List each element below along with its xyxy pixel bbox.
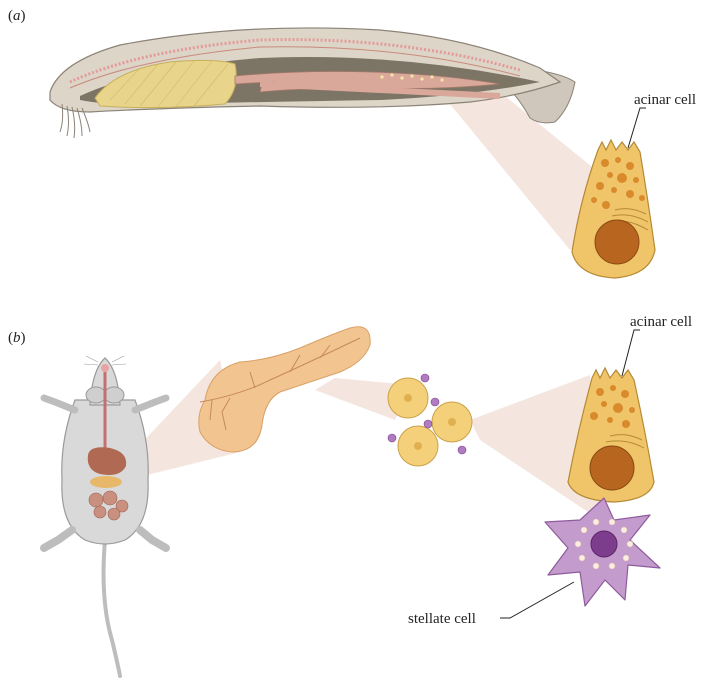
panel-a-label: (a) — [8, 8, 26, 24]
panel-a: (a) — [8, 8, 696, 278]
mouse-pancreas — [90, 476, 122, 488]
mouse-illustration — [44, 356, 166, 676]
callout-stellate-cell: stellate cell — [408, 611, 476, 627]
panel-b: (b) — [8, 314, 692, 676]
callout-line-stellate — [500, 582, 574, 618]
stellate-cell — [545, 498, 660, 606]
panel-b-label: (b) — [8, 330, 26, 346]
callout-acinar-cell-a: acinar cell — [634, 92, 696, 108]
nucleus-b — [590, 446, 634, 490]
callout-line-acinar-a — [628, 108, 646, 148]
stellate-nucleus — [591, 531, 617, 557]
acinar-cell-a — [572, 140, 655, 278]
callout-acinar-cell-b: acinar cell — [630, 314, 692, 330]
acini-cluster — [388, 374, 472, 466]
nucleus-a — [595, 220, 639, 264]
callout-line-acinar-b — [622, 330, 640, 376]
